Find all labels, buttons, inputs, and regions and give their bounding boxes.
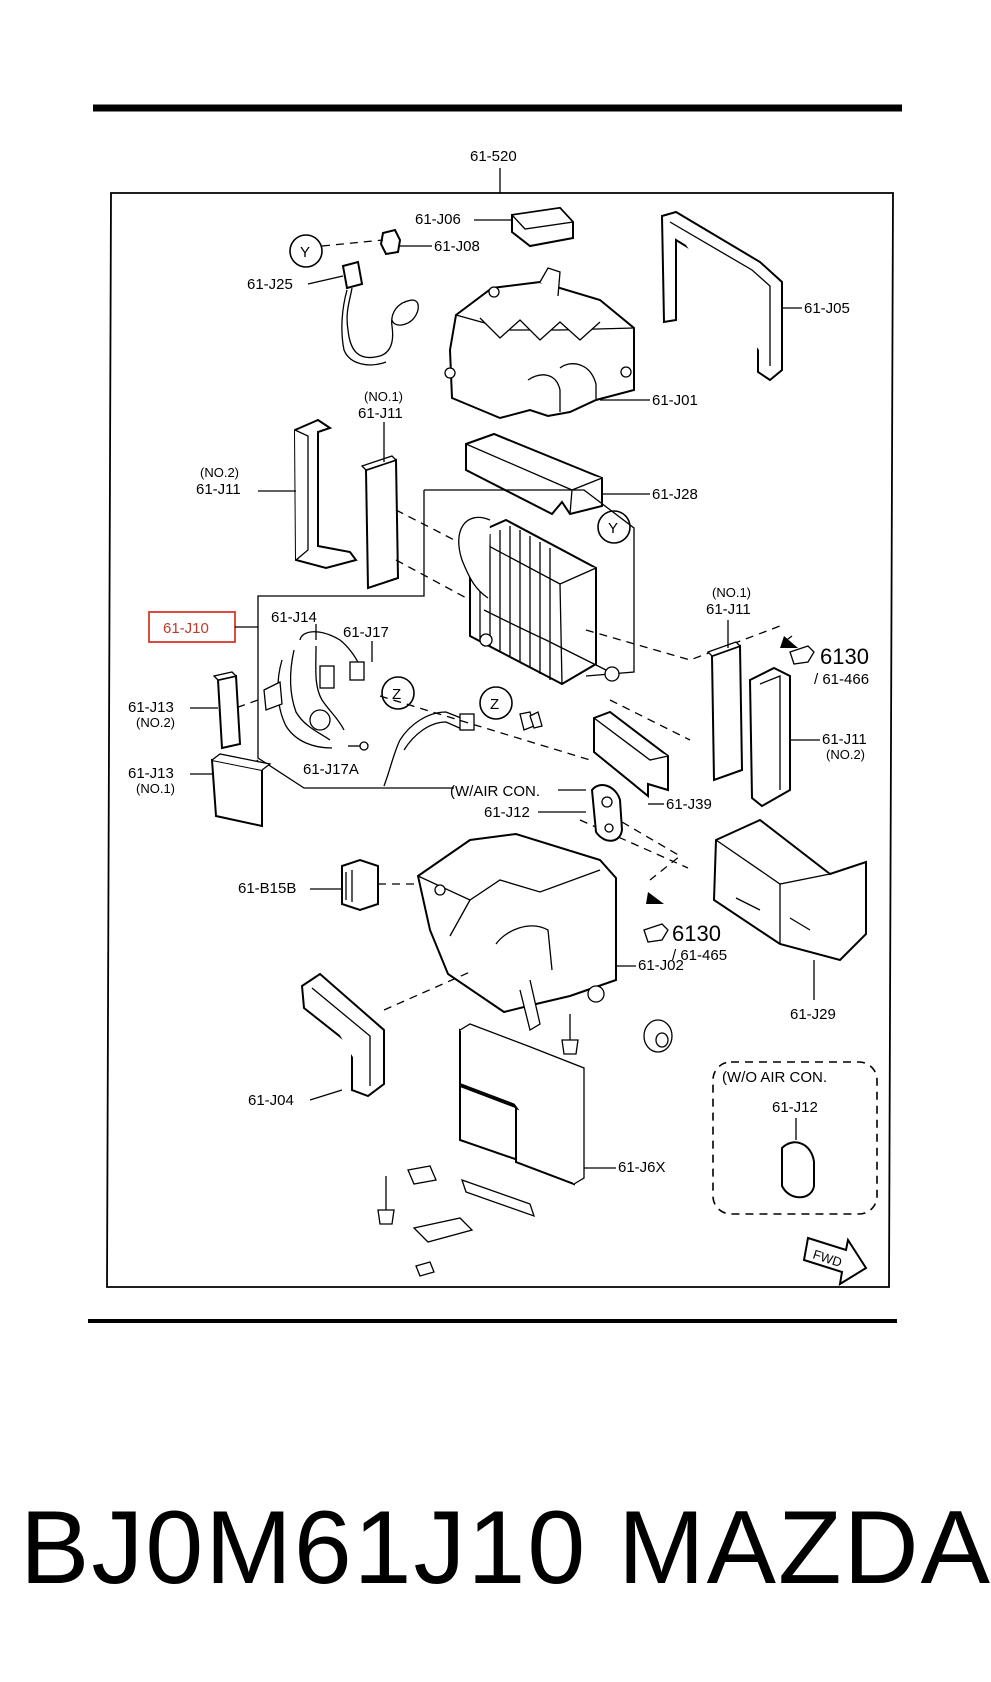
grommet (643, 1019, 673, 1053)
label-61-j13-no1: 61-J13 (128, 765, 174, 782)
label-61-j11-no1-top: 61-J11 (358, 405, 403, 422)
label-61-j29: 61-J29 (790, 1006, 836, 1023)
label-61-j6x: 61-J6X (618, 1159, 666, 1176)
part-number: BJ0M61J10 (20, 1490, 588, 1606)
part-61-j01 (444, 267, 635, 420)
callout-y-top (289, 234, 323, 268)
label-61-j17a: 61-J17A (303, 761, 359, 778)
label-w-air-con: (W/AIR CON. (450, 783, 540, 800)
part-evaporator-core (458, 516, 620, 686)
label-61-j13-no2: 61-J13 (128, 699, 174, 716)
label-61-j14: 61-J14 (271, 609, 317, 626)
part-61-j12 (590, 784, 624, 842)
label-61-j04: 61-J04 (248, 1092, 294, 1109)
label-61-j10: 61-J10 (163, 620, 209, 637)
label-61-j08: 61-J08 (434, 238, 480, 255)
part-61-j29 (712, 818, 867, 962)
brand-name: MAZDA (618, 1490, 991, 1606)
callout-z-right (479, 686, 513, 720)
label-wo-air-con: (W/O AIR CON. (722, 1069, 827, 1086)
label-61-j28: 61-J28 (652, 486, 698, 503)
svg-text:Z: Z (392, 686, 401, 703)
label-61-j11-no2-right: 61-J11 (822, 731, 867, 748)
pointer-hand-bottom (643, 923, 669, 943)
label-61-j12-inset: 61-J12 (772, 1099, 818, 1116)
part-61-j25 (341, 260, 419, 366)
footer: BJ0M61J10 MAZDA (0, 1488, 991, 1638)
part-61-j13-no2 (212, 671, 242, 750)
label-no1-j13: (NO.1) (136, 781, 175, 796)
part-61-j06 (510, 206, 575, 248)
label-61-j39: 61-J39 (666, 796, 712, 813)
label-ref-61-466: / 61-466 (814, 671, 869, 688)
part-61-b15b (341, 858, 379, 912)
part-61-j28 (465, 432, 603, 516)
part-61-j12-inset (781, 1141, 815, 1199)
pointer-hand-top (789, 645, 815, 665)
label-61-j01: 61-J01 (652, 392, 698, 409)
part-61-j39 (593, 710, 669, 799)
inset-wo-air-con (712, 1061, 878, 1215)
part-61-j13-no1 (210, 753, 272, 828)
label-ref-6130-bottom: 6130 (672, 921, 721, 946)
part-61-j14-tube (263, 631, 365, 749)
label-ref-6130-top: 6130 (820, 644, 869, 669)
label-61-j11-no2-left: 61-J11 (196, 481, 241, 498)
part-61-j05 (660, 210, 783, 382)
part-61-j6x (459, 1023, 585, 1186)
label-no2-j13: (NO.2) (136, 715, 175, 730)
label-no1-right: (NO.1) (712, 585, 751, 600)
label-61-b15b: 61-B15B (238, 880, 296, 897)
label-61-j17: 61-J17 (343, 624, 389, 641)
label-ref-61-465: / 61-465 (672, 947, 727, 964)
part-61-j11-no2-left (293, 418, 358, 570)
label-61-j06: 61-J06 (415, 211, 461, 228)
svg-text:Z: Z (490, 696, 499, 713)
part-61-j11-no1-top (360, 455, 400, 590)
part-liquid-pipe (383, 711, 543, 787)
part-61-j11-no1-right (706, 641, 744, 782)
part-61-j08 (379, 228, 402, 256)
label-no2-right: (NO.2) (826, 747, 865, 762)
label-61-j05: 61-J05 (804, 300, 850, 317)
label-no2-left: (NO.2) (200, 465, 239, 480)
label-61-j11-no1-right: 61-J11 (706, 601, 751, 618)
svg-text:Y: Y (608, 520, 618, 537)
part-61-j02 (416, 832, 617, 1032)
callout-z-left (381, 676, 415, 710)
part-61-j11-no2-right (748, 666, 791, 808)
hardware-bracket (377, 1165, 536, 1277)
label-61-j02: 61-J02 (638, 957, 684, 974)
part-61-j04 (300, 972, 385, 1098)
label-no1-top: (NO.1) (364, 389, 403, 404)
screw-center (561, 1014, 579, 1055)
label-61-520: 61-520 (470, 148, 517, 165)
label-61-j25: 61-J25 (247, 276, 293, 293)
fwd-arrow-icon: FWD (802, 1236, 868, 1287)
assembly-frame (106, 192, 894, 1288)
svg-text:Y: Y (300, 244, 310, 261)
label-61-j12: 61-J12 (484, 804, 530, 821)
